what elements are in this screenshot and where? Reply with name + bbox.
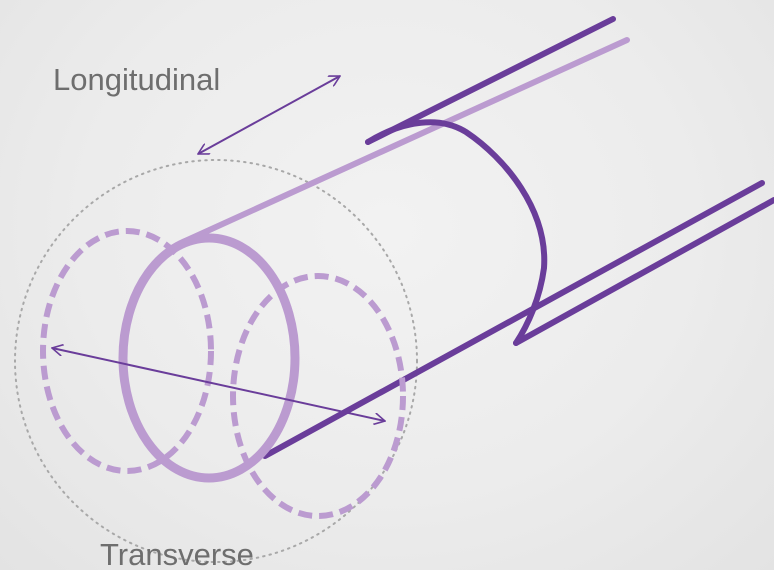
- tube-back-edge: [183, 40, 627, 242]
- tube-cross-section-arc: [368, 122, 544, 343]
- tube-front-edge: [265, 183, 762, 456]
- longitudinal-label: Longitudinal: [53, 64, 220, 95]
- range-of-motion-circle: [15, 160, 417, 562]
- transverse-label: Transverse: [100, 539, 254, 570]
- transverse-arrow: [52, 348, 385, 421]
- tube-outer-edge: [516, 200, 774, 343]
